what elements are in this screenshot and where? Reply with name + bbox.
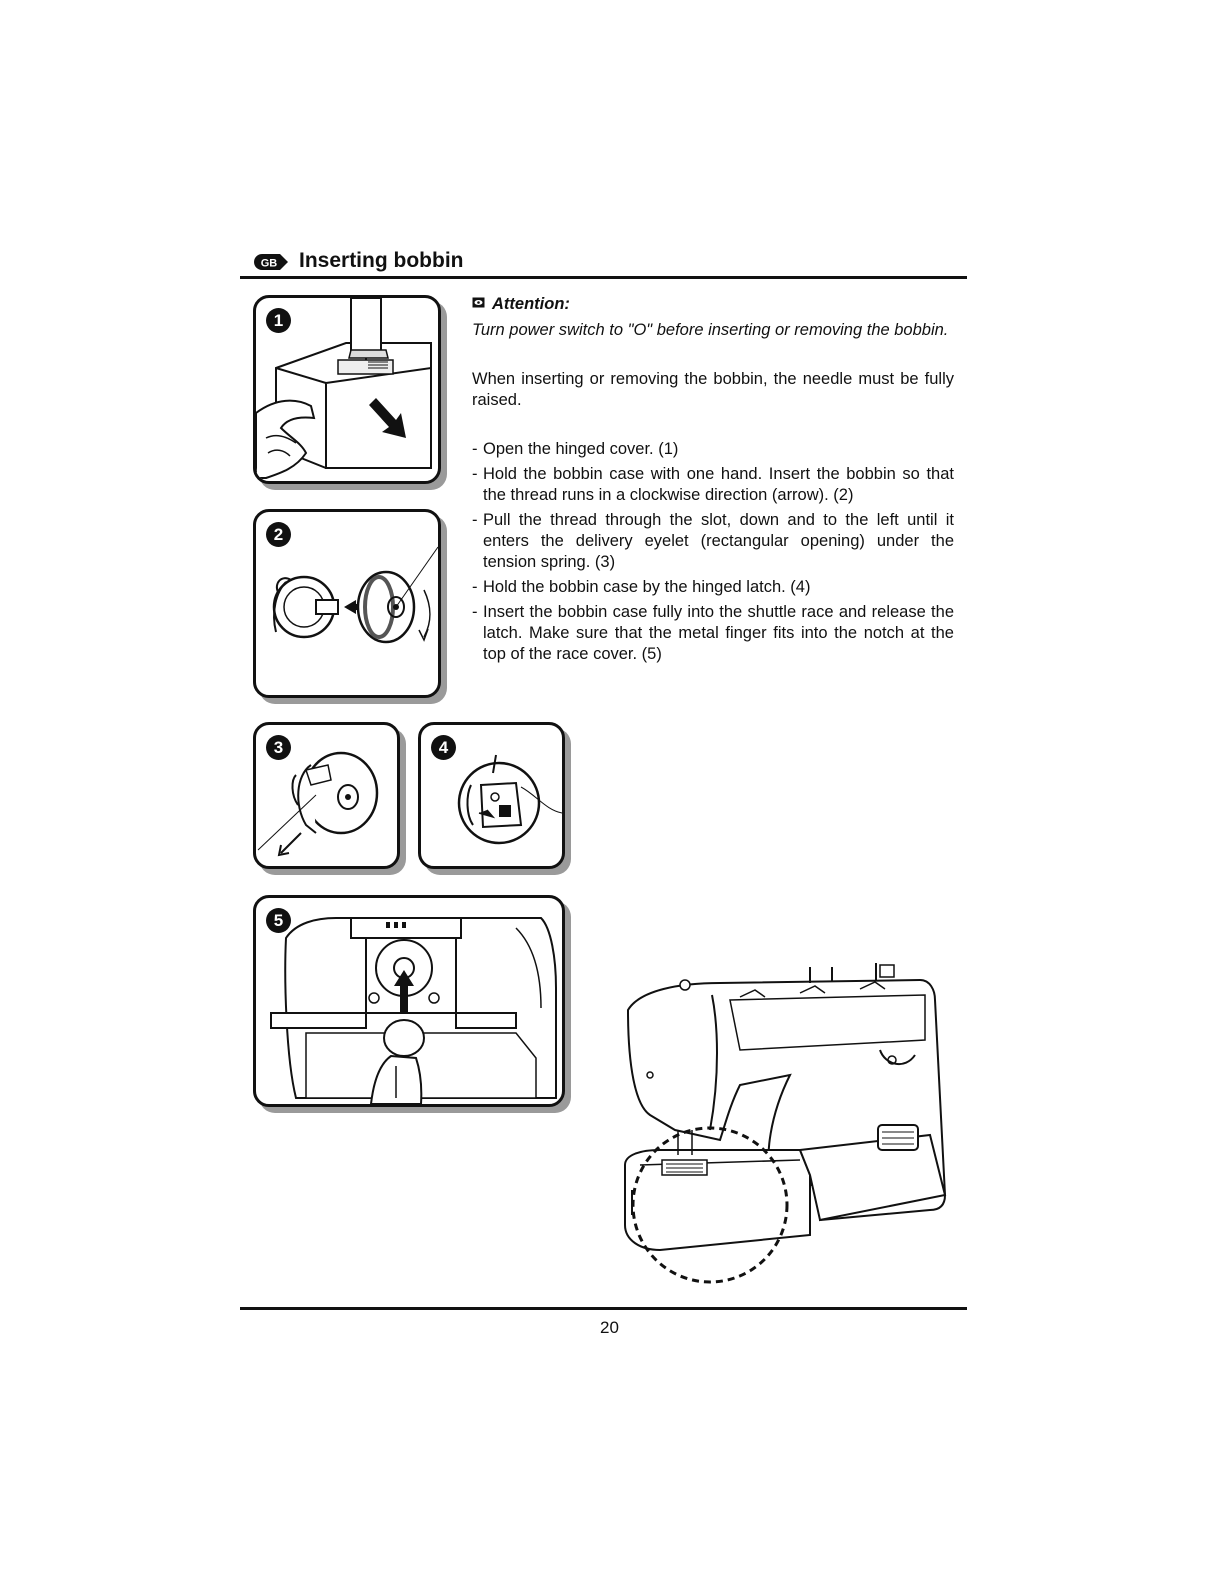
figure-1-number: 1 <box>266 308 291 333</box>
attention-text: Turn power switch to "O" before insertin… <box>472 321 949 339</box>
hold-latch-illustration <box>457 754 562 845</box>
figure-3-panel: 3 <box>253 722 400 869</box>
attention-label: Attention: <box>492 295 570 313</box>
thread-through-slot-illustration <box>257 751 379 857</box>
step-item: Open the hinged cover. (1) <box>472 439 954 460</box>
insert-bobbin-case-illustration <box>270 917 557 1104</box>
step-item: Insert the bobbin case fully into the sh… <box>472 602 954 665</box>
bottom-rule <box>240 1307 967 1310</box>
figure-2-panel: 2 <box>253 509 441 698</box>
insert-bobbin-illustration <box>272 546 438 644</box>
attention-icon <box>472 297 485 308</box>
instructions-column: Attention: Turn power switch to "O" befo… <box>472 294 954 669</box>
figure-1-panel: 1 <box>253 295 441 484</box>
figure-5-number: 5 <box>266 908 291 933</box>
section-header: GB Inserting bobbin <box>240 248 967 280</box>
gb-language-icon: GB <box>254 254 288 270</box>
attention-heading: Attention: <box>472 294 954 318</box>
figure-2-number: 2 <box>266 522 291 547</box>
steps-list: Open the hinged cover. (1) Hold the bobb… <box>472 439 954 665</box>
step-item: Hold the bobbin case with one hand. Inse… <box>472 464 954 506</box>
page-number: 20 <box>600 1318 619 1337</box>
top-rule <box>240 276 967 279</box>
step-item: Hold the bobbin case by the hinged latch… <box>472 577 954 598</box>
sewing-machine-illustration <box>624 963 947 1284</box>
figure-5-panel: 5 <box>253 895 565 1107</box>
figure-4-number: 4 <box>431 735 456 760</box>
figure-3-number: 3 <box>266 735 291 760</box>
step-item: Pull the thread through the slot, down a… <box>472 510 954 573</box>
gb-badge-text: GB <box>261 258 278 270</box>
highlight-circle <box>631 1126 789 1284</box>
figure-4-panel: 4 <box>418 722 565 869</box>
intro-paragraph: When inserting or removing the bobbin, t… <box>472 370 954 409</box>
open-cover-illustration <box>256 298 432 479</box>
page-title: Inserting bobbin <box>299 249 464 272</box>
